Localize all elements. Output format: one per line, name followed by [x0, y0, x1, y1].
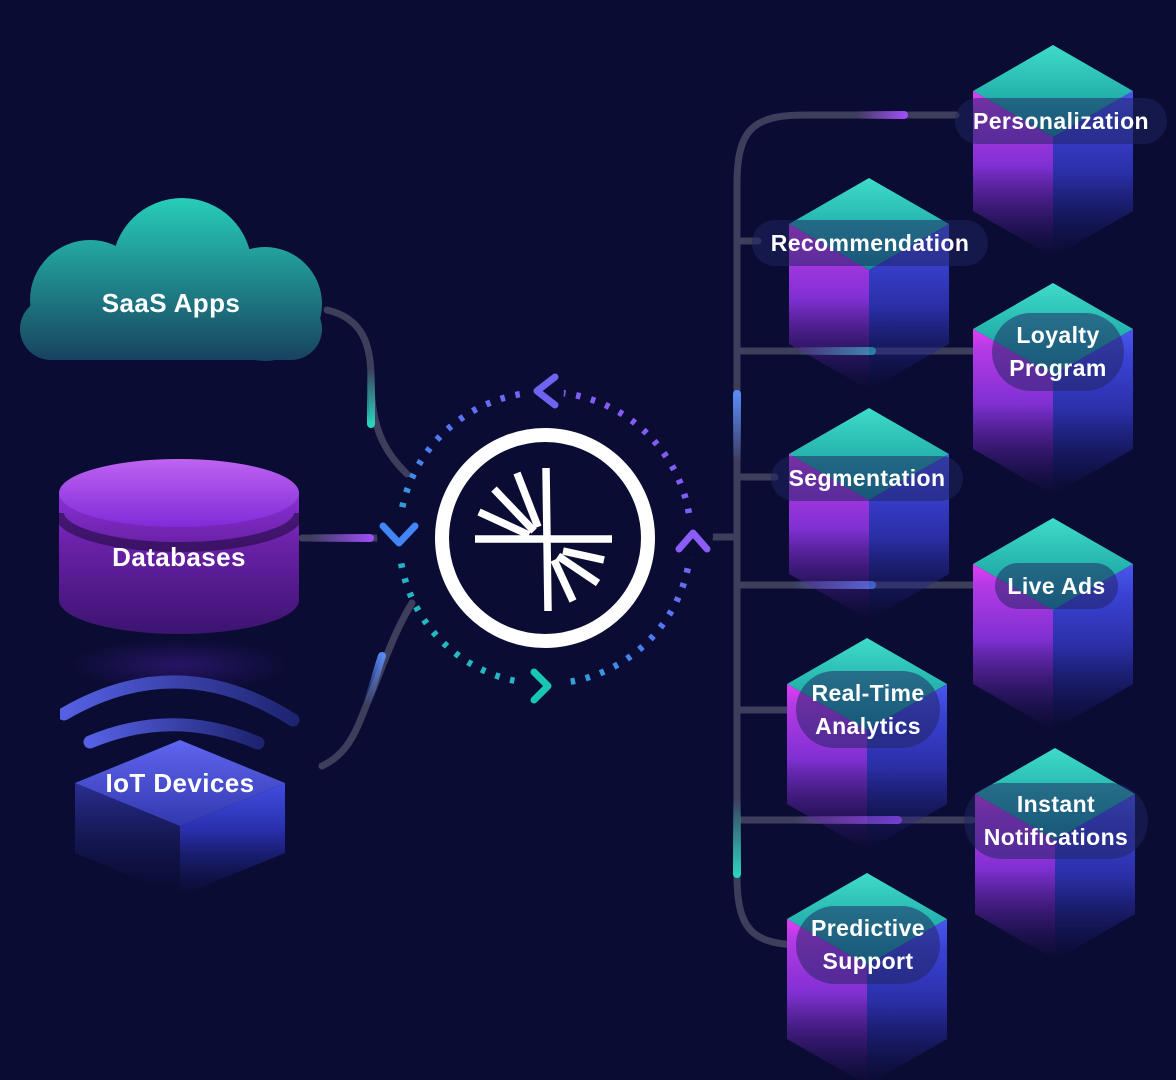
use-case-label-personalization: Personalization [955, 98, 1167, 144]
use-case-cube-personalization [973, 45, 1133, 260]
use-case-label-loyalty-program: Loyalty Program [992, 313, 1124, 391]
use-case-cube-segmentation [789, 408, 949, 623]
use-case-cube-live-ads [973, 518, 1133, 733]
source-iot-devices: IoT Devices [60, 650, 300, 896]
rotation-arrow-bottom [530, 668, 552, 704]
use-case-label-live-ads: Live Ads [995, 563, 1118, 609]
source-label-saas-apps: SaaS Apps [101, 288, 241, 318]
rotation-arrow-right [675, 529, 711, 553]
confluent-burst-icon [475, 467, 612, 612]
use-case-label-instant-notifications: Instant Notifications [964, 783, 1148, 859]
database-cylinder-icon [57, 459, 301, 691]
confluent-logo-icon [377, 370, 713, 706]
connector-trunk [733, 111, 960, 949]
rotation-arrow-top [533, 373, 559, 409]
iot-device-icon [60, 675, 300, 896]
glow-iot [364, 652, 386, 704]
source-databases: Databases [57, 455, 301, 700]
streaming-hub [375, 370, 715, 710]
rotation-arrow-left [379, 522, 419, 547]
source-label-iot-devices: IoT Devices [105, 768, 255, 798]
use-case-label-predictive-support: Predictive Support [796, 906, 940, 984]
use-case-label-recommendation: Recommendation [752, 220, 988, 266]
source-saas-apps: SaaS Apps [12, 198, 330, 362]
use-case-cube-recommendation [789, 178, 949, 393]
wifi-signal-icon [60, 675, 300, 750]
use-case-label-real-time-analytics: Real-Time Analytics [796, 671, 940, 748]
hub-ring [435, 428, 655, 648]
cloud-icon [20, 198, 322, 361]
use-case-label-segmentation: Segmentation [771, 456, 963, 501]
source-label-databases: Databases [112, 542, 246, 572]
